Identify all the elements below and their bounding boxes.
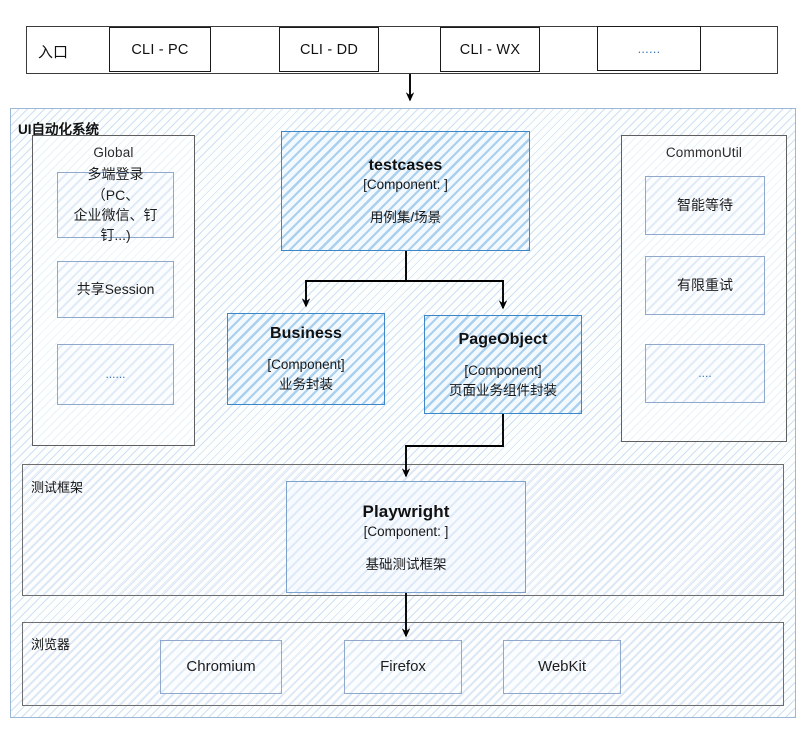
browser-item-label: Chromium <box>186 658 256 676</box>
common-util-item-label: .... <box>698 365 712 380</box>
component-stereotype: [Component] <box>267 357 345 372</box>
component-testcases[interactable]: testcases [Component: ] 用例集/场景 <box>281 131 530 251</box>
global-panel-title: Global <box>93 145 134 160</box>
browser-item-label: Firefox <box>380 658 426 676</box>
global-item-label: ...... <box>105 366 126 381</box>
component-description: 页面业务组件封装 <box>449 382 557 398</box>
component-playwright[interactable]: Playwright [Component: ] 基础测试框架 <box>286 481 526 593</box>
component-description: 基础测试框架 <box>365 556 447 572</box>
component-page-object[interactable]: PageObject [Component] 页面业务组件封装 <box>424 315 582 414</box>
ui-automation-system-label: UI自动化系统 <box>18 122 99 137</box>
browser-label: 浏览器 <box>31 637 71 652</box>
component-description: 业务封装 <box>279 377 333 392</box>
common-util-item-smart-wait[interactable]: 智能等待 <box>645 176 765 235</box>
common-util-panel-title: CommonUtil <box>665 145 743 160</box>
browser-item-firefox[interactable]: Firefox <box>344 640 462 694</box>
global-item-label: 共享Session <box>76 281 155 298</box>
component-stereotype: [Component] <box>464 362 542 378</box>
component-name: PageObject <box>458 330 548 348</box>
common-util-item-label: 有限重试 <box>677 277 733 294</box>
component-name: Business <box>270 325 342 342</box>
entry-item-cli-pc[interactable]: CLI - PC <box>109 27 211 72</box>
component-business[interactable]: Business [Component] 业务封装 <box>227 313 385 405</box>
component-name: testcases <box>368 156 443 174</box>
entry-item-label: CLI - WX <box>459 41 521 58</box>
entry-item-label: CLI - DD <box>300 41 358 58</box>
browser-item-chromium[interactable]: Chromium <box>160 640 282 694</box>
browser-item-webkit[interactable]: WebKit <box>503 640 621 694</box>
entry-item-cli-dd[interactable]: CLI - DD <box>279 27 379 72</box>
global-item-more[interactable]: ...... <box>57 344 174 405</box>
entry-item-label: ...... <box>637 41 661 56</box>
global-item-shared-session[interactable]: 共享Session <box>57 261 174 318</box>
component-stereotype: [Component: ] <box>363 176 448 192</box>
browser-item-label: WebKit <box>537 658 587 676</box>
component-description: 用例集/场景 <box>369 209 442 225</box>
common-util-item-label: 智能等待 <box>677 197 733 214</box>
common-util-item-more[interactable]: .... <box>645 344 765 403</box>
component-stereotype: [Component: ] <box>363 523 449 539</box>
common-util-item-limited-retry[interactable]: 有限重试 <box>645 256 765 315</box>
test-framework-label: 测试框架 <box>31 480 84 495</box>
global-item-multi-login[interactable]: 多端登录（PC、 企业微信、钉钉...) <box>57 166 174 243</box>
entry-label: 入口 <box>38 44 69 61</box>
entry-item-cli-wx[interactable]: CLI - WX <box>440 27 540 72</box>
entry-item-label: CLI - PC <box>131 41 189 58</box>
component-name: Playwright <box>362 501 450 521</box>
global-item-label: 多端登录（PC、 企业微信、钉钉...) <box>73 166 158 244</box>
entry-item-more[interactable]: ...... <box>597 26 701 71</box>
